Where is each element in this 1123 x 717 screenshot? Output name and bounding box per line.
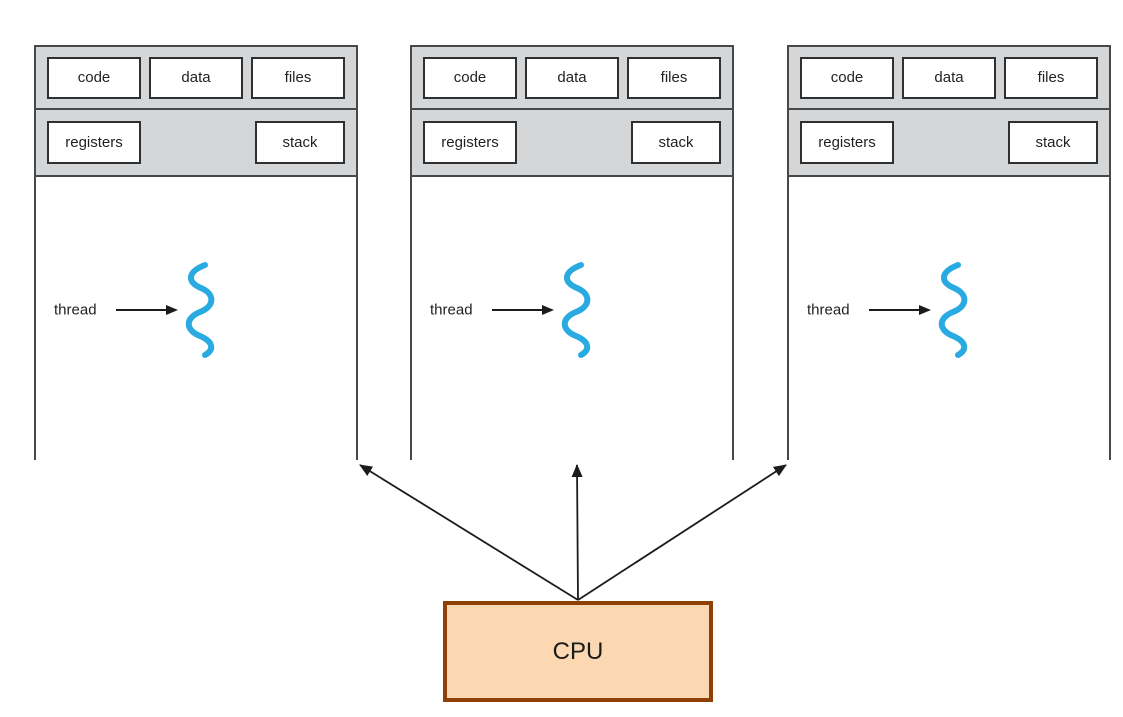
thread-annotation: thread — [36, 262, 356, 358]
cpu-box: CPU — [443, 601, 713, 702]
code-box: code — [423, 56, 517, 99]
code-label: code — [830, 69, 864, 86]
arrow-cpu-to-process-1-icon — [359, 464, 579, 601]
registers-box: registers — [800, 121, 894, 164]
thread-arrow-icon — [492, 305, 554, 315]
thread-label: thread — [807, 301, 850, 319]
stack-label: stack — [658, 134, 694, 151]
data-box: data — [902, 56, 996, 99]
stack-label: stack — [282, 134, 318, 151]
process-2-memory-band: code data files — [412, 47, 732, 110]
stack-box: stack — [631, 121, 721, 164]
code-box: code — [47, 56, 141, 99]
process-2-body: thread — [412, 177, 732, 460]
registers-label: registers — [818, 134, 876, 151]
data-label: data — [934, 69, 964, 86]
process-1-memory-band: code data files — [36, 47, 356, 110]
files-label: files — [284, 69, 312, 86]
cpu-label: CPU — [552, 637, 604, 665]
files-box: files — [1004, 56, 1098, 99]
process-3-memory-band: code data files — [789, 47, 1109, 110]
files-box: files — [627, 56, 721, 99]
code-label: code — [77, 69, 111, 86]
files-label: files — [1037, 69, 1065, 86]
process-2-context-band: registers stack — [412, 110, 732, 177]
process-3-context-band: registers stack — [789, 110, 1109, 177]
code-box: code — [800, 56, 894, 99]
process-1-body: thread — [36, 177, 356, 460]
process-3-body: thread — [789, 177, 1109, 460]
thread-squiggle-icon — [561, 262, 591, 358]
registers-box: registers — [47, 121, 141, 164]
process-box-2: code data files registers stack thread — [410, 45, 734, 460]
thread-label: thread — [430, 301, 473, 319]
stack-box: stack — [255, 121, 345, 164]
stack-label: stack — [1035, 134, 1071, 151]
thread-arrow-icon — [869, 305, 931, 315]
process-box-3: code data files registers stack thread — [787, 45, 1111, 460]
files-label: files — [660, 69, 688, 86]
arrow-cpu-to-process-2-icon — [571, 464, 583, 601]
thread-arrow-icon — [116, 305, 178, 315]
data-label: data — [181, 69, 211, 86]
thread-label: thread — [54, 301, 97, 319]
data-box: data — [149, 56, 243, 99]
data-box: data — [525, 56, 619, 99]
thread-squiggle-icon — [185, 262, 215, 358]
data-label: data — [557, 69, 587, 86]
registers-label: registers — [441, 134, 499, 151]
code-label: code — [453, 69, 487, 86]
thread-annotation: thread — [412, 262, 732, 358]
thread-annotation: thread — [789, 262, 1109, 358]
files-box: files — [251, 56, 345, 99]
registers-label: registers — [65, 134, 123, 151]
registers-box: registers — [423, 121, 517, 164]
process-1-context-band: registers stack — [36, 110, 356, 177]
arrow-cpu-to-process-3-icon — [577, 464, 787, 601]
stack-box: stack — [1008, 121, 1098, 164]
thread-squiggle-icon — [938, 262, 968, 358]
process-box-1: code data files registers stack thread — [34, 45, 358, 460]
